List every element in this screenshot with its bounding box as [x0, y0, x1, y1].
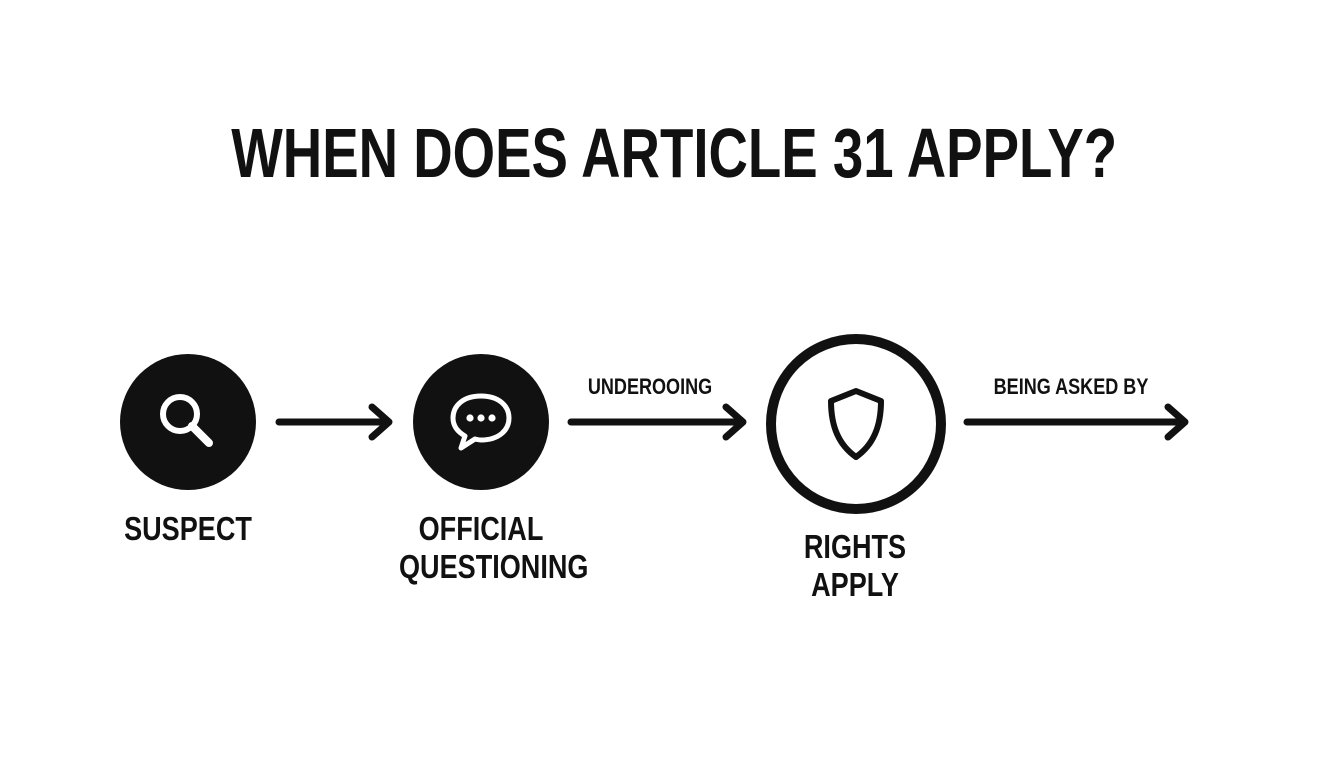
arrow-1 [275, 403, 393, 441]
questioning-label-line1: OFFICIAL [418, 510, 544, 547]
rights-node [766, 334, 946, 514]
diagram-title: WHEN DOES ARTICLE 31 APPLY? [231, 114, 1118, 192]
questioning-label-line2: QUESTIONING [399, 548, 589, 585]
arrow-3 [963, 403, 1189, 441]
suspect-label: SUSPECT [124, 510, 252, 547]
suspect-node [120, 354, 256, 490]
arrow-2-label: UNDEROOING [587, 374, 713, 399]
shield-icon [828, 388, 884, 460]
arrow-3-label: BEING ASKED BY [993, 374, 1149, 399]
search-icon [160, 394, 213, 447]
speech-bubble-icon [450, 393, 512, 451]
arrow-2 [567, 403, 747, 441]
rights-label-line1: RIGHTS [803, 528, 907, 565]
rights-label-line2: APPLY [811, 566, 899, 603]
questioning-node [413, 354, 549, 490]
